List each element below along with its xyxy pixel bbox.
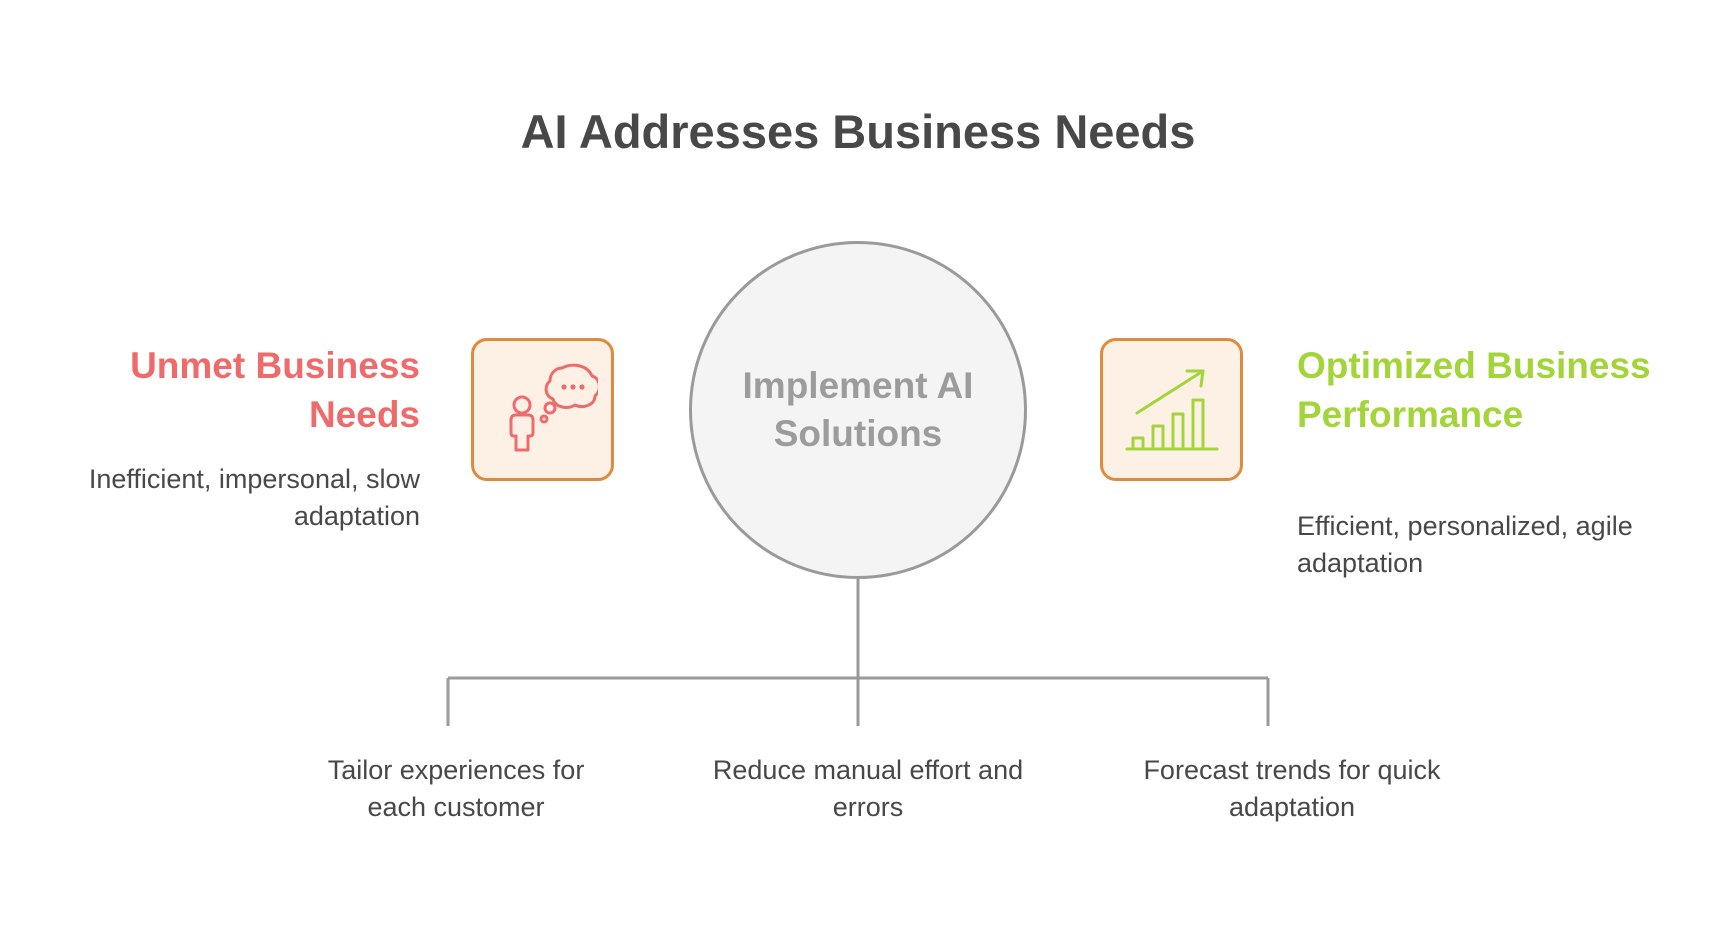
unmet-needs-description: Inefficient, impersonal, slow adaptation: [88, 464, 420, 531]
optimized-performance-icon-box: [1100, 338, 1243, 481]
branch-label-tailor: Tailor experiences for each customer: [327, 755, 585, 822]
person-thinking-icon: [509, 363, 598, 451]
optimized-performance-description: Efficient, personalized, agile adaptatio…: [1297, 511, 1633, 578]
branch-label-reduce: Reduce manual effort and errors: [712, 755, 1024, 822]
implement-ai-label: Implement AI Solutions: [742, 365, 974, 454]
diagram-title: AI Addresses Business Needs: [520, 105, 1196, 158]
optimized-performance-heading: Optimized Business Performance: [1297, 345, 1651, 435]
unmet-needs-icon-box: [471, 338, 614, 481]
growth-chart-icon: [1125, 369, 1218, 450]
branch-label-forecast: Forecast trends for quick adaptation: [1143, 755, 1441, 822]
unmet-needs-heading: Unmet Business Needs: [130, 345, 420, 435]
implement-ai-circle: Implement AI Solutions: [689, 241, 1027, 579]
